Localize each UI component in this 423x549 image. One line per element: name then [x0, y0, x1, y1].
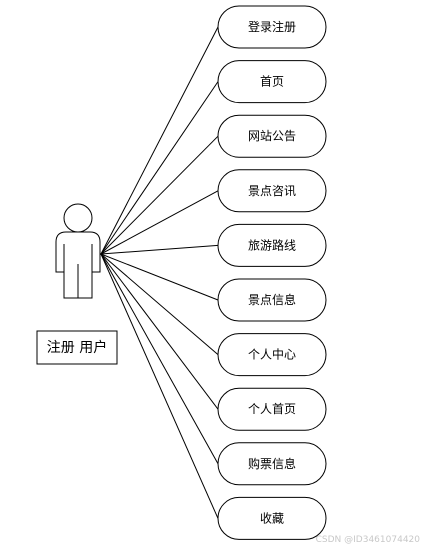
actor-icon: [55, 203, 101, 299]
use-case-label: 收藏: [260, 511, 284, 525]
association-line: [100, 253, 219, 519]
use-case: 登录注册: [217, 5, 327, 49]
use-case-label: 景点信息: [248, 292, 296, 307]
actor-head: [63, 203, 93, 233]
use-case-ellipse: [217, 278, 327, 322]
use-case: 购票信息: [217, 442, 327, 486]
use-case: 景点信息: [217, 278, 327, 322]
use-case: 个人中心: [217, 333, 327, 377]
association-lines: [100, 26, 219, 519]
use-case: 收藏: [217, 496, 327, 540]
association-line: [100, 253, 219, 355]
use-case-label: 登录注册: [248, 19, 296, 34]
use-case-ellipse: [217, 442, 327, 486]
use-case-label: 景点咨讯: [248, 183, 296, 198]
use-case-label: 个人中心: [248, 347, 296, 362]
use-case-ellipse: [217, 169, 327, 213]
association-line: [100, 135, 219, 255]
use-case-label: 首页: [260, 75, 284, 89]
use-case-ellipse: [217, 333, 327, 377]
use-case-label: 旅游路线: [248, 237, 296, 252]
use-case-label: 网站公告: [248, 129, 296, 143]
use-case-ellipse: [217, 496, 327, 540]
use-case: 首页: [217, 60, 327, 104]
use-case-ellipse: [217, 387, 327, 431]
use-case: 景点咨讯: [217, 169, 327, 213]
association-line: [100, 253, 219, 301]
use-case-label: 个人首页: [248, 402, 296, 416]
association-line: [100, 253, 219, 410]
use-case-ellipse: [217, 223, 327, 267]
actor-label-box: [36, 330, 118, 365]
association-line: [100, 253, 219, 465]
use-case-ellipse: [217, 60, 327, 104]
use-case-ellipse: [217, 5, 327, 49]
association-line: [100, 26, 219, 255]
use-case: 旅游路线: [217, 223, 327, 267]
use-case: 网站公告: [217, 114, 327, 158]
association-line: [100, 190, 219, 255]
association-line: [100, 81, 219, 255]
use-case-ellipse: [217, 114, 327, 158]
actor-label: 注册 用户: [47, 339, 107, 356]
watermark: CSDN @ID3461074420: [316, 535, 421, 545]
association-line: [100, 244, 219, 255]
use-case: 个人首页: [217, 387, 327, 431]
use-case-label: 购票信息: [248, 456, 296, 471]
